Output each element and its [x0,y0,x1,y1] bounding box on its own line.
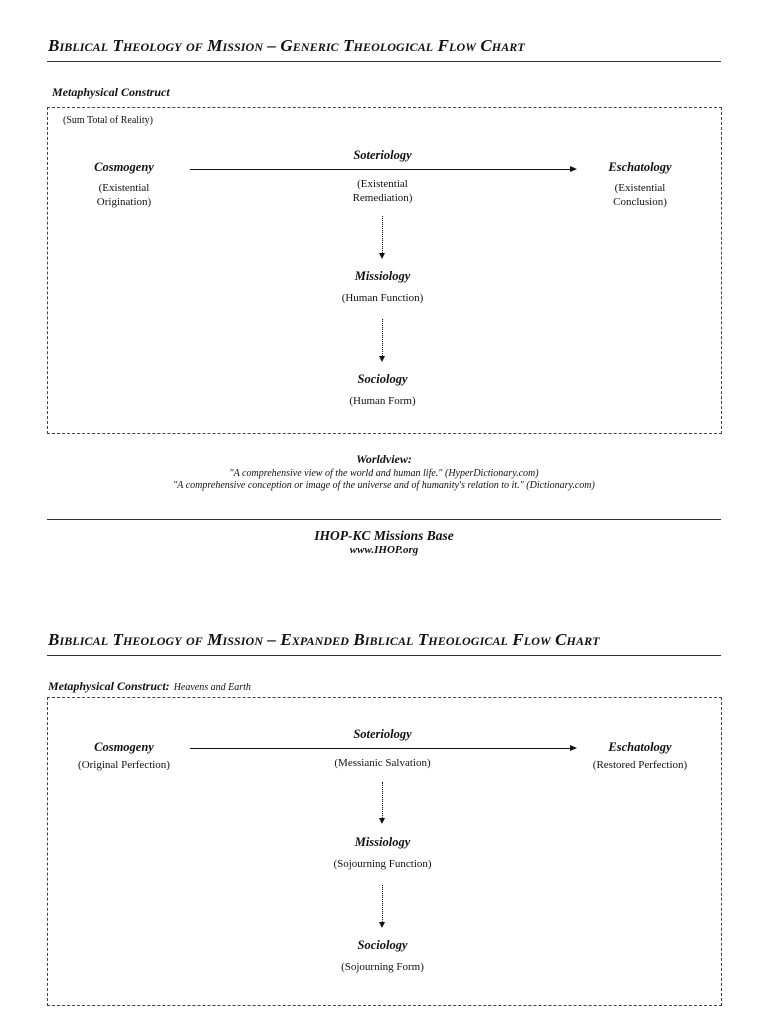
section1-title-rule [47,61,721,62]
footer-rule [47,519,721,520]
soteriology-label: Soteriology [353,148,412,162]
section2-arrow-to-missiology [379,782,385,824]
missiology-label: Missiology [354,835,411,849]
missiology-label: Missiology [354,269,411,283]
section1-arrow-to-sociology [379,319,385,362]
soteriology-desc: (Messianic Salvation) [334,757,431,769]
section2-title: Biblical Theology of Mission – Expanded … [48,630,600,649]
section2-construct: Metaphysical Construct: Heavens and Eart… [48,677,251,695]
worldview-definition-2: "A comprehensive conception or image of … [173,480,595,491]
eschatology-desc: (Restored Perfection) [592,759,688,771]
section1-title: Biblical Theology of Mission – Generic T… [48,36,525,55]
section2-sociology-node: Sociology (Sojourning Form) [310,938,455,974]
sociology-label: Sociology [357,938,408,952]
sociology-desc: (Human Form) [349,395,416,407]
soteriology-label: Soteriology [353,727,412,741]
section2-soteriology-node: Soteriology (Messianic Salvation) [310,727,455,770]
footer-block: IHOP-KC Missions Base www.IHOP.org [0,528,768,556]
sociology-desc: (Sojourning Form) [341,961,424,973]
section2-arrow-to-sociology [379,885,385,928]
eschatology-label: Eschatology [608,740,672,754]
sociology-label: Sociology [357,372,408,386]
worldview-block: Worldview: "A comprehensive view of the … [0,452,768,491]
footer-url: www.IHOP.org [349,544,419,556]
section2-title-rule [47,655,721,656]
section2-cosmogeny-node: Cosmogeny (Original Perfection) [64,740,184,772]
cosmogeny-label: Cosmogeny [94,160,154,174]
section2-construct-box [47,697,722,1006]
section2-horizontal-arrow [190,745,577,751]
eschatology-label: Eschatology [608,160,672,174]
section1-missiology-node: Missiology (Human Function) [320,269,445,305]
missiology-desc: (Human Function) [341,292,424,304]
worldview-title: Worldview: [356,452,412,466]
section2-missiology-node: Missiology (Sojourning Function) [310,835,455,871]
cosmogeny-desc: (Original Perfection) [78,759,170,771]
section1-horizontal-arrow [190,166,577,172]
section2-eschatology-node: Eschatology (Restored Perfection) [575,740,705,772]
footer-org: IHOP-KC Missions Base [314,528,454,543]
section1-sociology-node: Sociology (Human Form) [320,372,445,408]
section1-construct-box: (Sum Total of Reality) [47,107,722,434]
cosmogeny-label: Cosmogeny [94,740,154,754]
worldview-definition-1: "A comprehensive view of the world and h… [229,468,539,479]
missiology-desc: (Sojourning Function) [333,858,432,870]
section1-construct-note: (Sum Total of Reality) [63,115,153,126]
section2-construct-value: Heavens and Earth [173,682,251,693]
section1-arrow-to-missiology [379,216,385,259]
section1-construct-label: Metaphysical Construct [52,85,170,99]
section2-construct-label: Metaphysical Construct: [48,679,170,693]
